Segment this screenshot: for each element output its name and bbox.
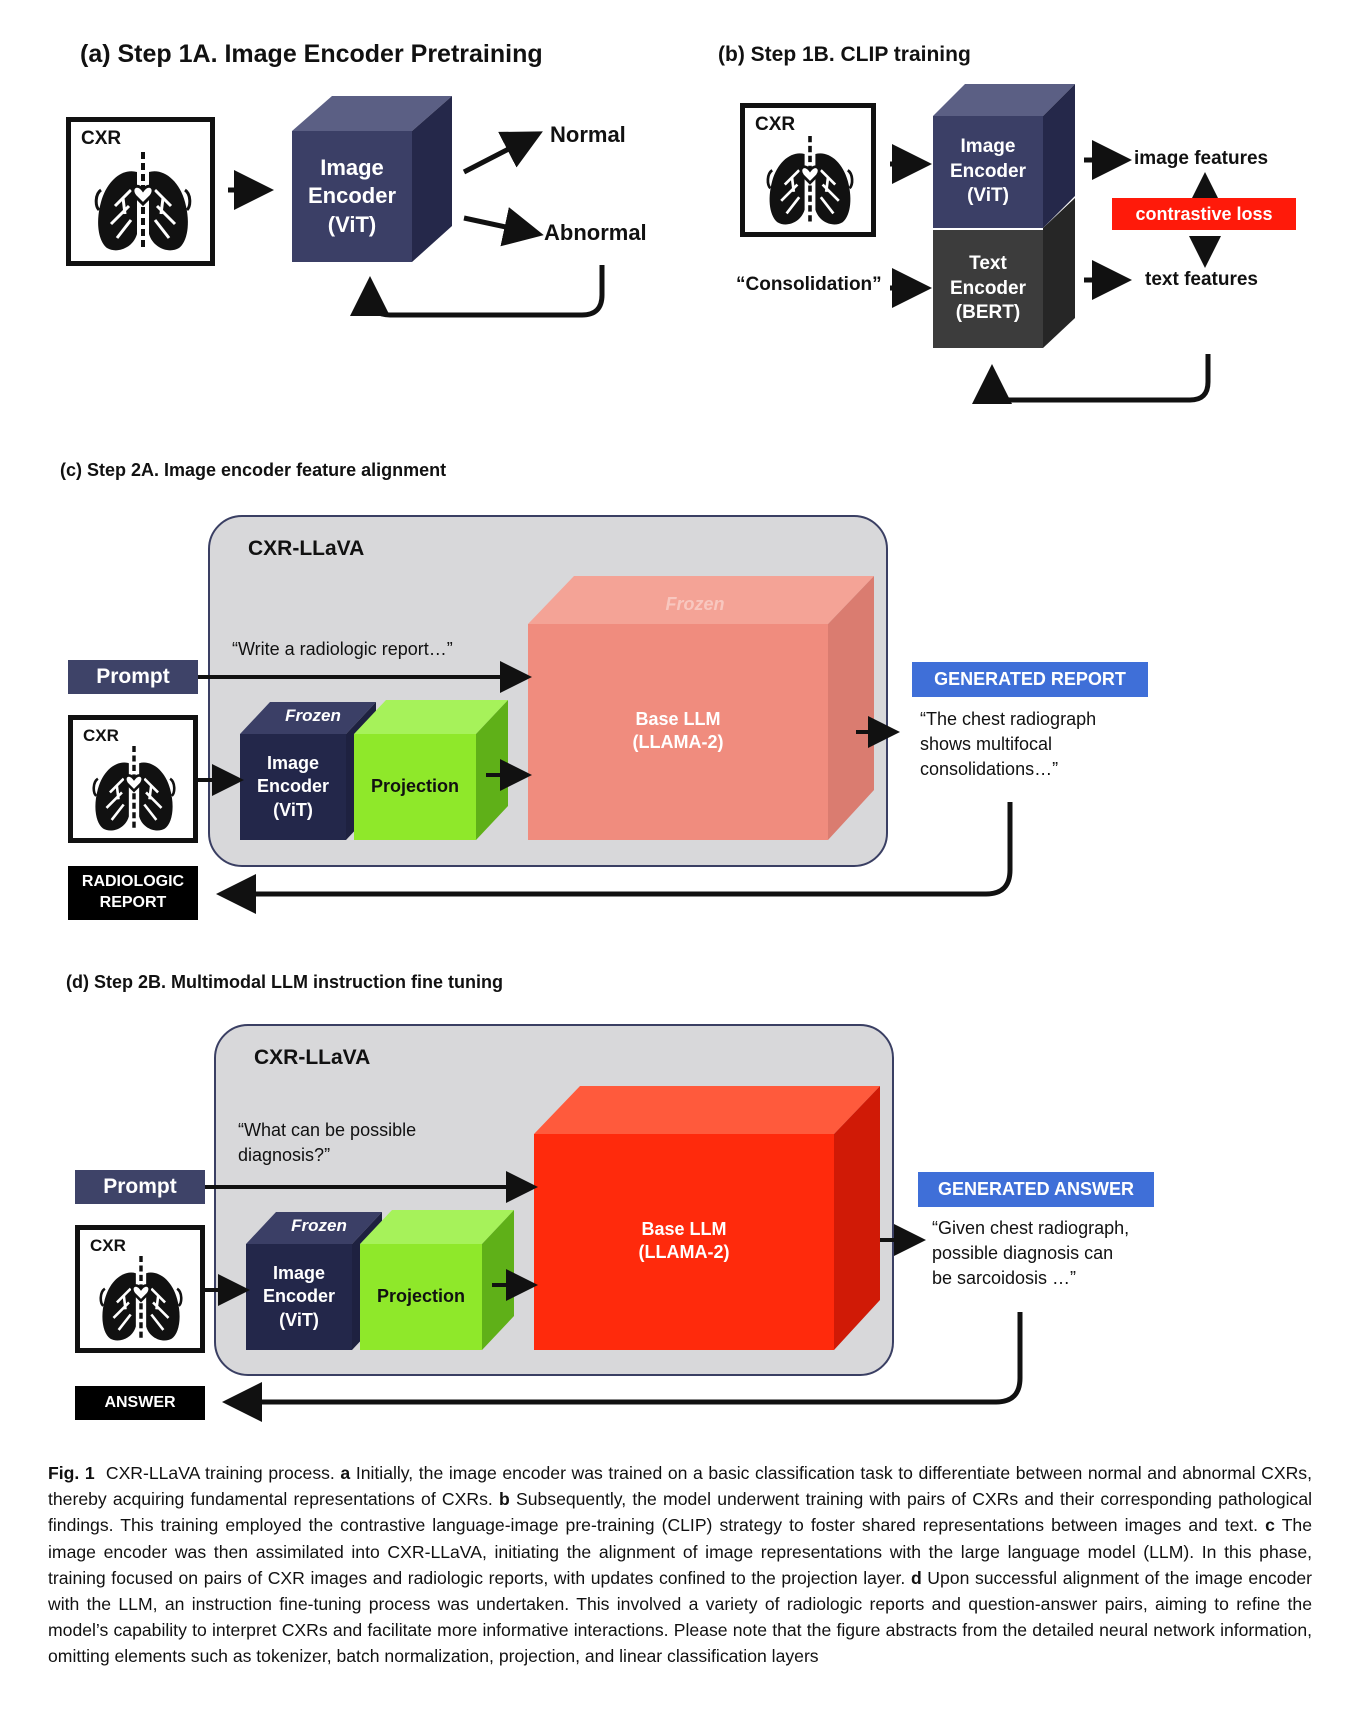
image-features-label: image features [1134, 148, 1269, 169]
frozen-encoder-cube-c [240, 702, 376, 840]
text-features-label: text features [1145, 269, 1258, 290]
prompt-text-d: “What can be possible diagnosis?” [238, 1120, 417, 1166]
projection-c: Projection [370, 776, 459, 797]
caption-intro: CXR-LLaVA training process. [105, 1463, 335, 1483]
cxr-image-c: CXR [68, 715, 198, 843]
image-encoder-cube-b [933, 84, 1075, 228]
image-encoder-b: Image Encoder (ViT) [949, 135, 1027, 207]
projection-cube-d [360, 1210, 514, 1350]
caption-d-text: Upon successful alignment of the image e… [48, 1567, 1312, 1667]
cxr-label: CXR [90, 1236, 126, 1255]
image-encoder-c: Image Encoder (ViT) [256, 752, 330, 820]
panel-d-title: (d) Step 2B. Multimodal LLM instruction … [66, 972, 503, 992]
panel-c-title: (c) Step 2A. Image encoder feature align… [60, 460, 447, 480]
abnormal-label: Abnormal [544, 220, 647, 245]
cxr-image-d: CXR [75, 1225, 205, 1353]
cxr-llava-title-d: CXR-LLaVA [254, 1046, 371, 1069]
frozen-label-encoder-c: Frozen [285, 705, 341, 725]
base-llm-d: Base LLM (LLAMA-2) [638, 1219, 730, 1263]
cxr-llava-title-c: CXR-LLaVA [248, 537, 365, 560]
radiologic-report-tag: RADIOLOGIC REPORT [68, 866, 198, 920]
caption-c-text: The image encoder was then assimilated i… [48, 1515, 1313, 1588]
llm-frozen-cube-c [528, 576, 874, 840]
generated-report-tag: GENERATED REPORT [912, 662, 1148, 697]
frozen-label-llm-c: Frozen [665, 594, 725, 615]
prompt-tag-d: Prompt [75, 1170, 205, 1204]
image-encoder-a: Image Encoder (ViT) [307, 154, 397, 237]
text-encoder-b: Text Encoder (BERT) [949, 252, 1027, 324]
image-encoder-cube-a [292, 96, 452, 262]
projection-d: Projection [376, 1286, 465, 1307]
text-encoder-cube-b [933, 198, 1075, 348]
panel-a-title: (a) Step 1A. Image Encoder Pretraining [80, 40, 543, 68]
caption-d-label: d [910, 1567, 922, 1588]
figure-caption: Fig. 1 CXR-LLaVA training process. a Ini… [48, 1460, 1312, 1670]
projection-cube-c [354, 700, 508, 840]
image-encoder-d: Image Encoder (ViT) [262, 1262, 336, 1330]
caption-a-label: a [340, 1463, 351, 1483]
answer-tag: ANSWER [75, 1386, 205, 1420]
frozen-label-encoder-d: Frozen [291, 1215, 347, 1235]
caption-b-label: b [499, 1489, 510, 1510]
prompt-tag-c: Prompt [68, 660, 198, 694]
generated-answer-tag: GENERATED ANSWER [918, 1172, 1154, 1207]
generated-answer-text: “Given chest radiograph, possible diagno… [932, 1218, 1130, 1289]
normal-label: Normal [550, 122, 626, 147]
contrastive-loss-tag: contrastive loss [1112, 198, 1296, 230]
consolidation-text: “Consolidation” [736, 274, 882, 295]
cxr-image-b: CXR [740, 103, 876, 237]
caption-c-label: c [1265, 1515, 1275, 1536]
caption-fig-label: Fig. 1 [48, 1463, 95, 1483]
panel-b-title: (b) Step 1B. CLIP training [718, 43, 971, 66]
cxr-image-a: CXR [66, 117, 215, 266]
cxr-label: CXR [83, 726, 119, 745]
cxr-label: CXR [81, 128, 122, 149]
base-llm-c: Base LLM (LLAMA-2) [632, 709, 724, 753]
cxr-label: CXR [755, 114, 796, 135]
caption-a-text: Initially, the image encoder was trained… [48, 1463, 1312, 1510]
prompt-text-c: “Write a radiologic report…” [232, 639, 453, 659]
llm-active-cube-d [534, 1086, 880, 1350]
caption-b-text: Subsequently, the model underwent traini… [48, 1489, 1313, 1536]
generated-report-text: “The chest radiograph shows multifocal c… [920, 709, 1097, 780]
